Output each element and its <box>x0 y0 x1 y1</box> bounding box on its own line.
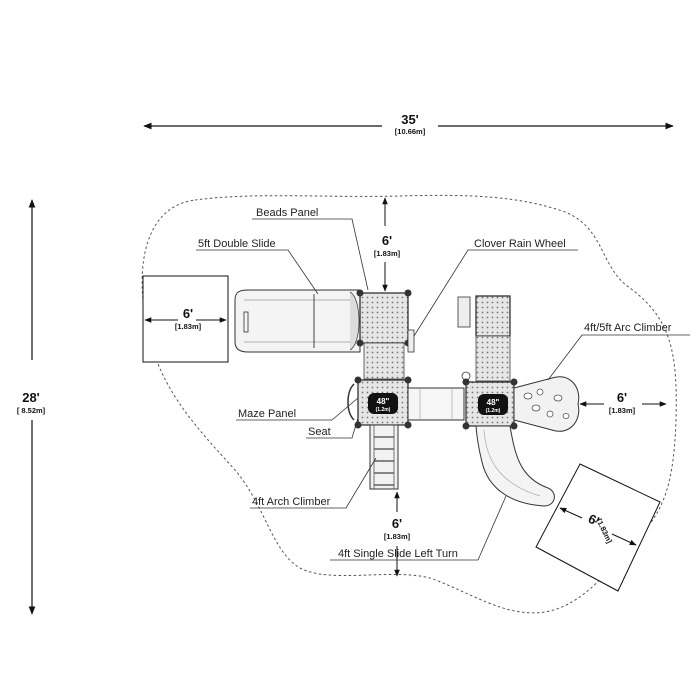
tunnel-bridge <box>407 387 465 421</box>
callout-beads-panel: Beads Panel <box>256 207 318 219</box>
left-upper-deck <box>356 289 415 380</box>
callout-arc-climber: 4ft/5ft Arc Climber <box>584 322 672 334</box>
callout-leaders <box>196 218 690 561</box>
callout-maze-panel: Maze Panel <box>238 408 296 420</box>
bottom-clearance-metric: [1.83m] <box>384 532 411 541</box>
right-clearance-dimension: 6' [1.83m] <box>579 390 667 415</box>
overall-width-label: 35' <box>401 112 419 127</box>
bottom-clearance-dimension: 6' [1.83m] <box>384 491 411 577</box>
overall-width-dimension: 35' [10.66m] <box>143 112 674 136</box>
right-upper-tower <box>457 295 511 382</box>
left-lower-deck: 48" (1.2m) <box>347 376 412 429</box>
overall-depth-dimension: 28' [ 8.52m] <box>17 199 46 615</box>
overall-depth-label: 28' <box>22 390 40 405</box>
left-zone-label: 6' <box>183 306 193 321</box>
single-slide <box>475 425 555 507</box>
arch-climber <box>369 424 399 490</box>
right-deck-height-metric: (1.2m) <box>486 408 501 414</box>
callout-single-slide: 4ft Single Slide Left Turn <box>338 548 458 560</box>
overall-width-metric: [10.66m] <box>395 127 426 136</box>
left-zone-metric: [1.83m] <box>175 322 202 331</box>
right-clearance-label: 6' <box>617 390 627 405</box>
right-slide-exit-zone: 6' [1.83m] <box>535 463 661 592</box>
right-lower-deck: 48" (1.2m) <box>462 378 518 430</box>
callout-clover-rain-wheel: Clover Rain Wheel <box>474 238 566 250</box>
callout-arch-climber: 4ft Arch Climber <box>252 496 331 508</box>
top-clearance-label: 6' <box>382 233 392 248</box>
double-slide <box>234 289 361 353</box>
right-deck-height: 48" <box>487 398 500 407</box>
overall-depth-metric: [ 8.52m] <box>17 406 46 415</box>
top-clearance-metric: [1.83m] <box>374 249 401 258</box>
left-deck-height: 48" <box>377 397 390 406</box>
callout-seat: Seat <box>308 426 331 438</box>
left-slide-exit-zone: 6' [1.83m] <box>142 275 229 363</box>
use-zone-boundary <box>141 194 677 614</box>
left-deck-height-metric: (1.2m) <box>376 407 391 413</box>
callout-double-slide: 5ft Double Slide <box>198 238 276 250</box>
arc-climber <box>513 376 580 432</box>
bottom-clearance-label: 6' <box>392 516 402 531</box>
top-clearance-dimension: 6' [1.83m] <box>374 197 401 292</box>
right-clearance-metric: [1.83m] <box>609 406 636 415</box>
